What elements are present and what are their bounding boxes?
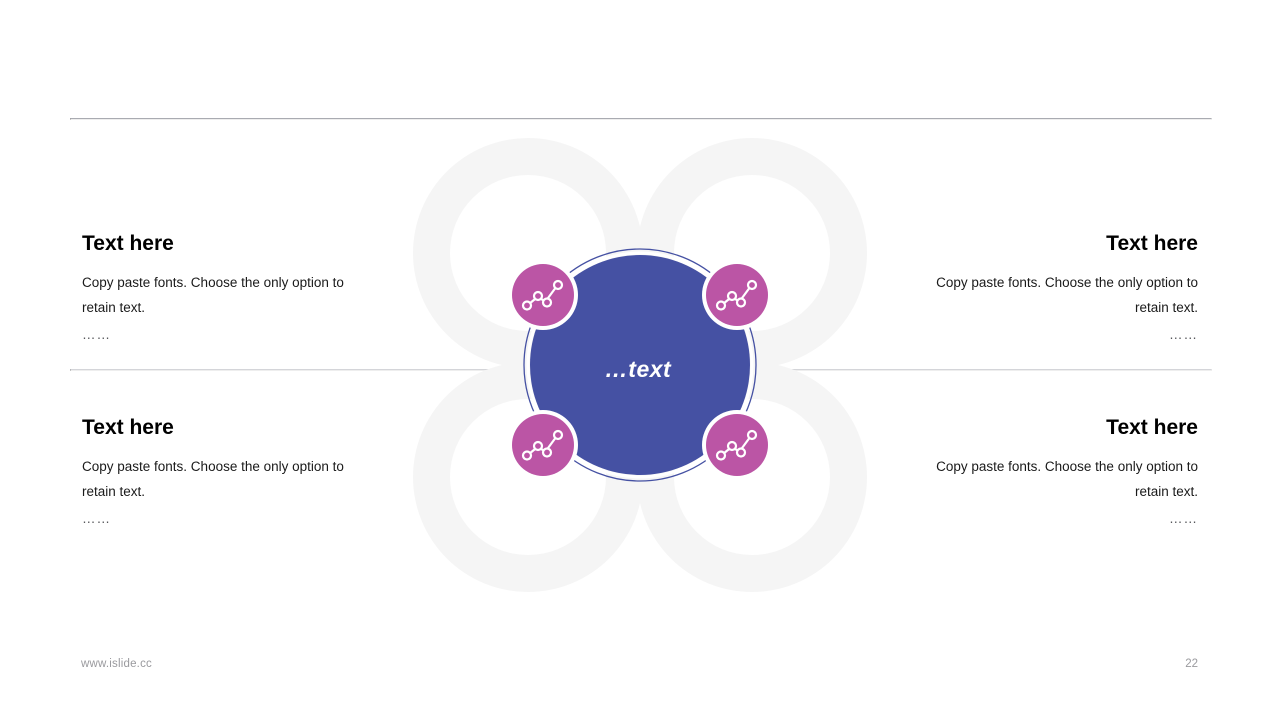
text-block-bottom-left: Text here Copy paste fonts. Choose the o…	[82, 416, 372, 532]
text-block-bottom-right: Text here Copy paste fonts. Choose the o…	[908, 416, 1198, 532]
block-body: Copy paste fonts. Choose the only option…	[82, 459, 344, 500]
block-heading: Text here	[82, 232, 174, 255]
block-body: Copy paste fonts. Choose the only option…	[936, 275, 1198, 316]
text-block-top-left: Text here Copy paste fonts. Choose the o…	[82, 232, 372, 348]
footer-website[interactable]: www.islide.cc	[81, 658, 152, 670]
center-diagram: …text	[395, 130, 885, 592]
node-bottom-left[interactable]	[508, 410, 578, 480]
slide-page-number: 22	[1185, 658, 1198, 670]
block-ellipsis: ……	[1169, 511, 1198, 527]
hub-gap-ring	[526, 251, 754, 479]
hub-outline-ring	[523, 248, 757, 482]
block-body: Copy paste fonts. Choose the only option…	[936, 459, 1198, 500]
block-heading: Text here	[1106, 232, 1198, 255]
divider-top	[70, 118, 1212, 120]
block-ellipsis: ……	[82, 327, 111, 343]
node-top-right[interactable]	[702, 260, 772, 330]
center-hub-circle[interactable]	[530, 255, 750, 475]
node-top-left[interactable]	[508, 260, 578, 330]
block-heading: Text here	[1106, 416, 1198, 439]
node-bottom-right[interactable]	[702, 410, 772, 480]
block-ellipsis: ……	[82, 511, 111, 527]
block-heading: Text here	[82, 416, 174, 439]
block-body: Copy paste fonts. Choose the only option…	[82, 275, 344, 316]
block-ellipsis: ……	[1169, 327, 1198, 343]
text-block-top-right: Text here Copy paste fonts. Choose the o…	[908, 232, 1198, 348]
